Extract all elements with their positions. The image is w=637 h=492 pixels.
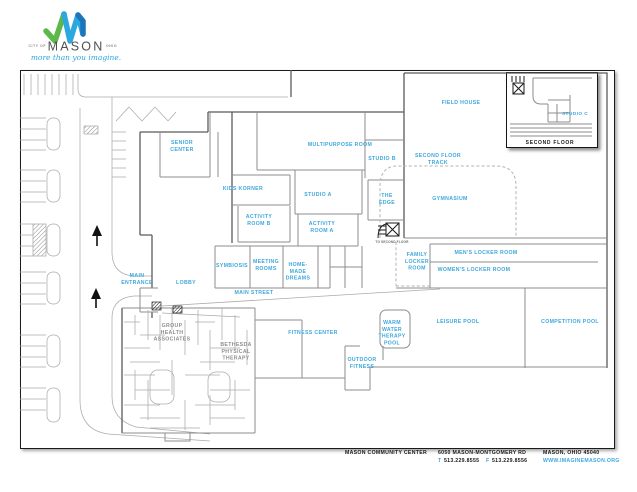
footer: MASON COMMUNITY CENTER 6050 MASON-MONTGO… <box>345 450 620 464</box>
footer-phone-f: 513.229.8556 <box>492 458 527 464</box>
logo-ribbon-green <box>43 11 67 44</box>
stairs-to-second-floor-icon <box>377 222 400 239</box>
room-label-field-house: FIELD HOUSE <box>442 100 481 106</box>
footer-website-link[interactable]: WWW.IMAGINEMASON.ORG <box>543 458 620 464</box>
city-of-mason-logo: CITY OF MASON OHIO more than you imagine… <box>28 11 121 62</box>
room-label-gymnasium: GYMNASIUM <box>432 196 467 202</box>
inset-title-second-floor: SECOND FLOOR <box>526 140 575 146</box>
footer-address: 6050 MASON-MONTGOMERY RD <box>438 450 526 456</box>
second-floor-track-outline <box>379 165 517 287</box>
second-floor-inset: STUDIO C SECOND FLOOR <box>510 76 592 146</box>
inset-stairs-icon <box>511 76 525 95</box>
room-label-lobby: LOBBY <box>176 280 196 286</box>
entrance-marker-icon <box>172 305 183 314</box>
logo-city-of: CITY OF <box>28 44 46 48</box>
room-label-symbiosis: SYMBIOSIS <box>216 263 248 269</box>
footer-city: MASON, OHIO 45040 <box>543 450 599 456</box>
room-label-studio-b: STUDIO B <box>368 156 396 162</box>
room-label-competition-pool: COMPETITION POOL <box>541 319 599 325</box>
footer-facility-name: MASON COMMUNITY CENTER <box>345 450 427 456</box>
parking-lot <box>20 74 288 442</box>
footer-phone-t-label: T <box>438 458 442 464</box>
room-label-multipurpose-room: MULTIPURPOSE ROOM <box>308 142 372 148</box>
room-label-studio-a: STUDIO A <box>304 192 331 198</box>
room-label-womens-locker-room: WOMEN'S LOCKER ROOM <box>438 267 511 273</box>
room-label-fitness-center: FITNESS CENTER <box>288 330 338 336</box>
footer-phone-f-label: F <box>486 458 489 464</box>
footer-phone-t: 513.229.8555 <box>444 458 479 464</box>
stairs-and-entrance-icons <box>151 222 400 314</box>
medical-office-rooms <box>124 308 250 430</box>
drive-direction-arrows <box>91 225 102 308</box>
room-label-to-second-floor: TO SECOND FLOOR <box>375 240 409 244</box>
inset-room-label-studio-c: STUDIO C <box>562 111 588 117</box>
logo-ohio: OHIO <box>106 44 117 48</box>
logo-mason: MASON <box>48 40 105 54</box>
logo-ribbon-darkblue <box>75 12 86 37</box>
room-label-kids-korner: KIDS KORNER <box>223 186 263 192</box>
room-label-main-street: MAIN STREET <box>234 290 273 296</box>
room-label-leisure-pool: LEISURE POOL <box>437 319 480 325</box>
logo-tagline: more than you imagine. <box>31 53 121 62</box>
entrance-marker-icon <box>151 301 162 311</box>
building-interior-walls <box>122 112 607 442</box>
room-label-mens-locker-room: MEN'S LOCKER ROOM <box>454 250 517 256</box>
building-exterior-walls <box>121 70 608 433</box>
